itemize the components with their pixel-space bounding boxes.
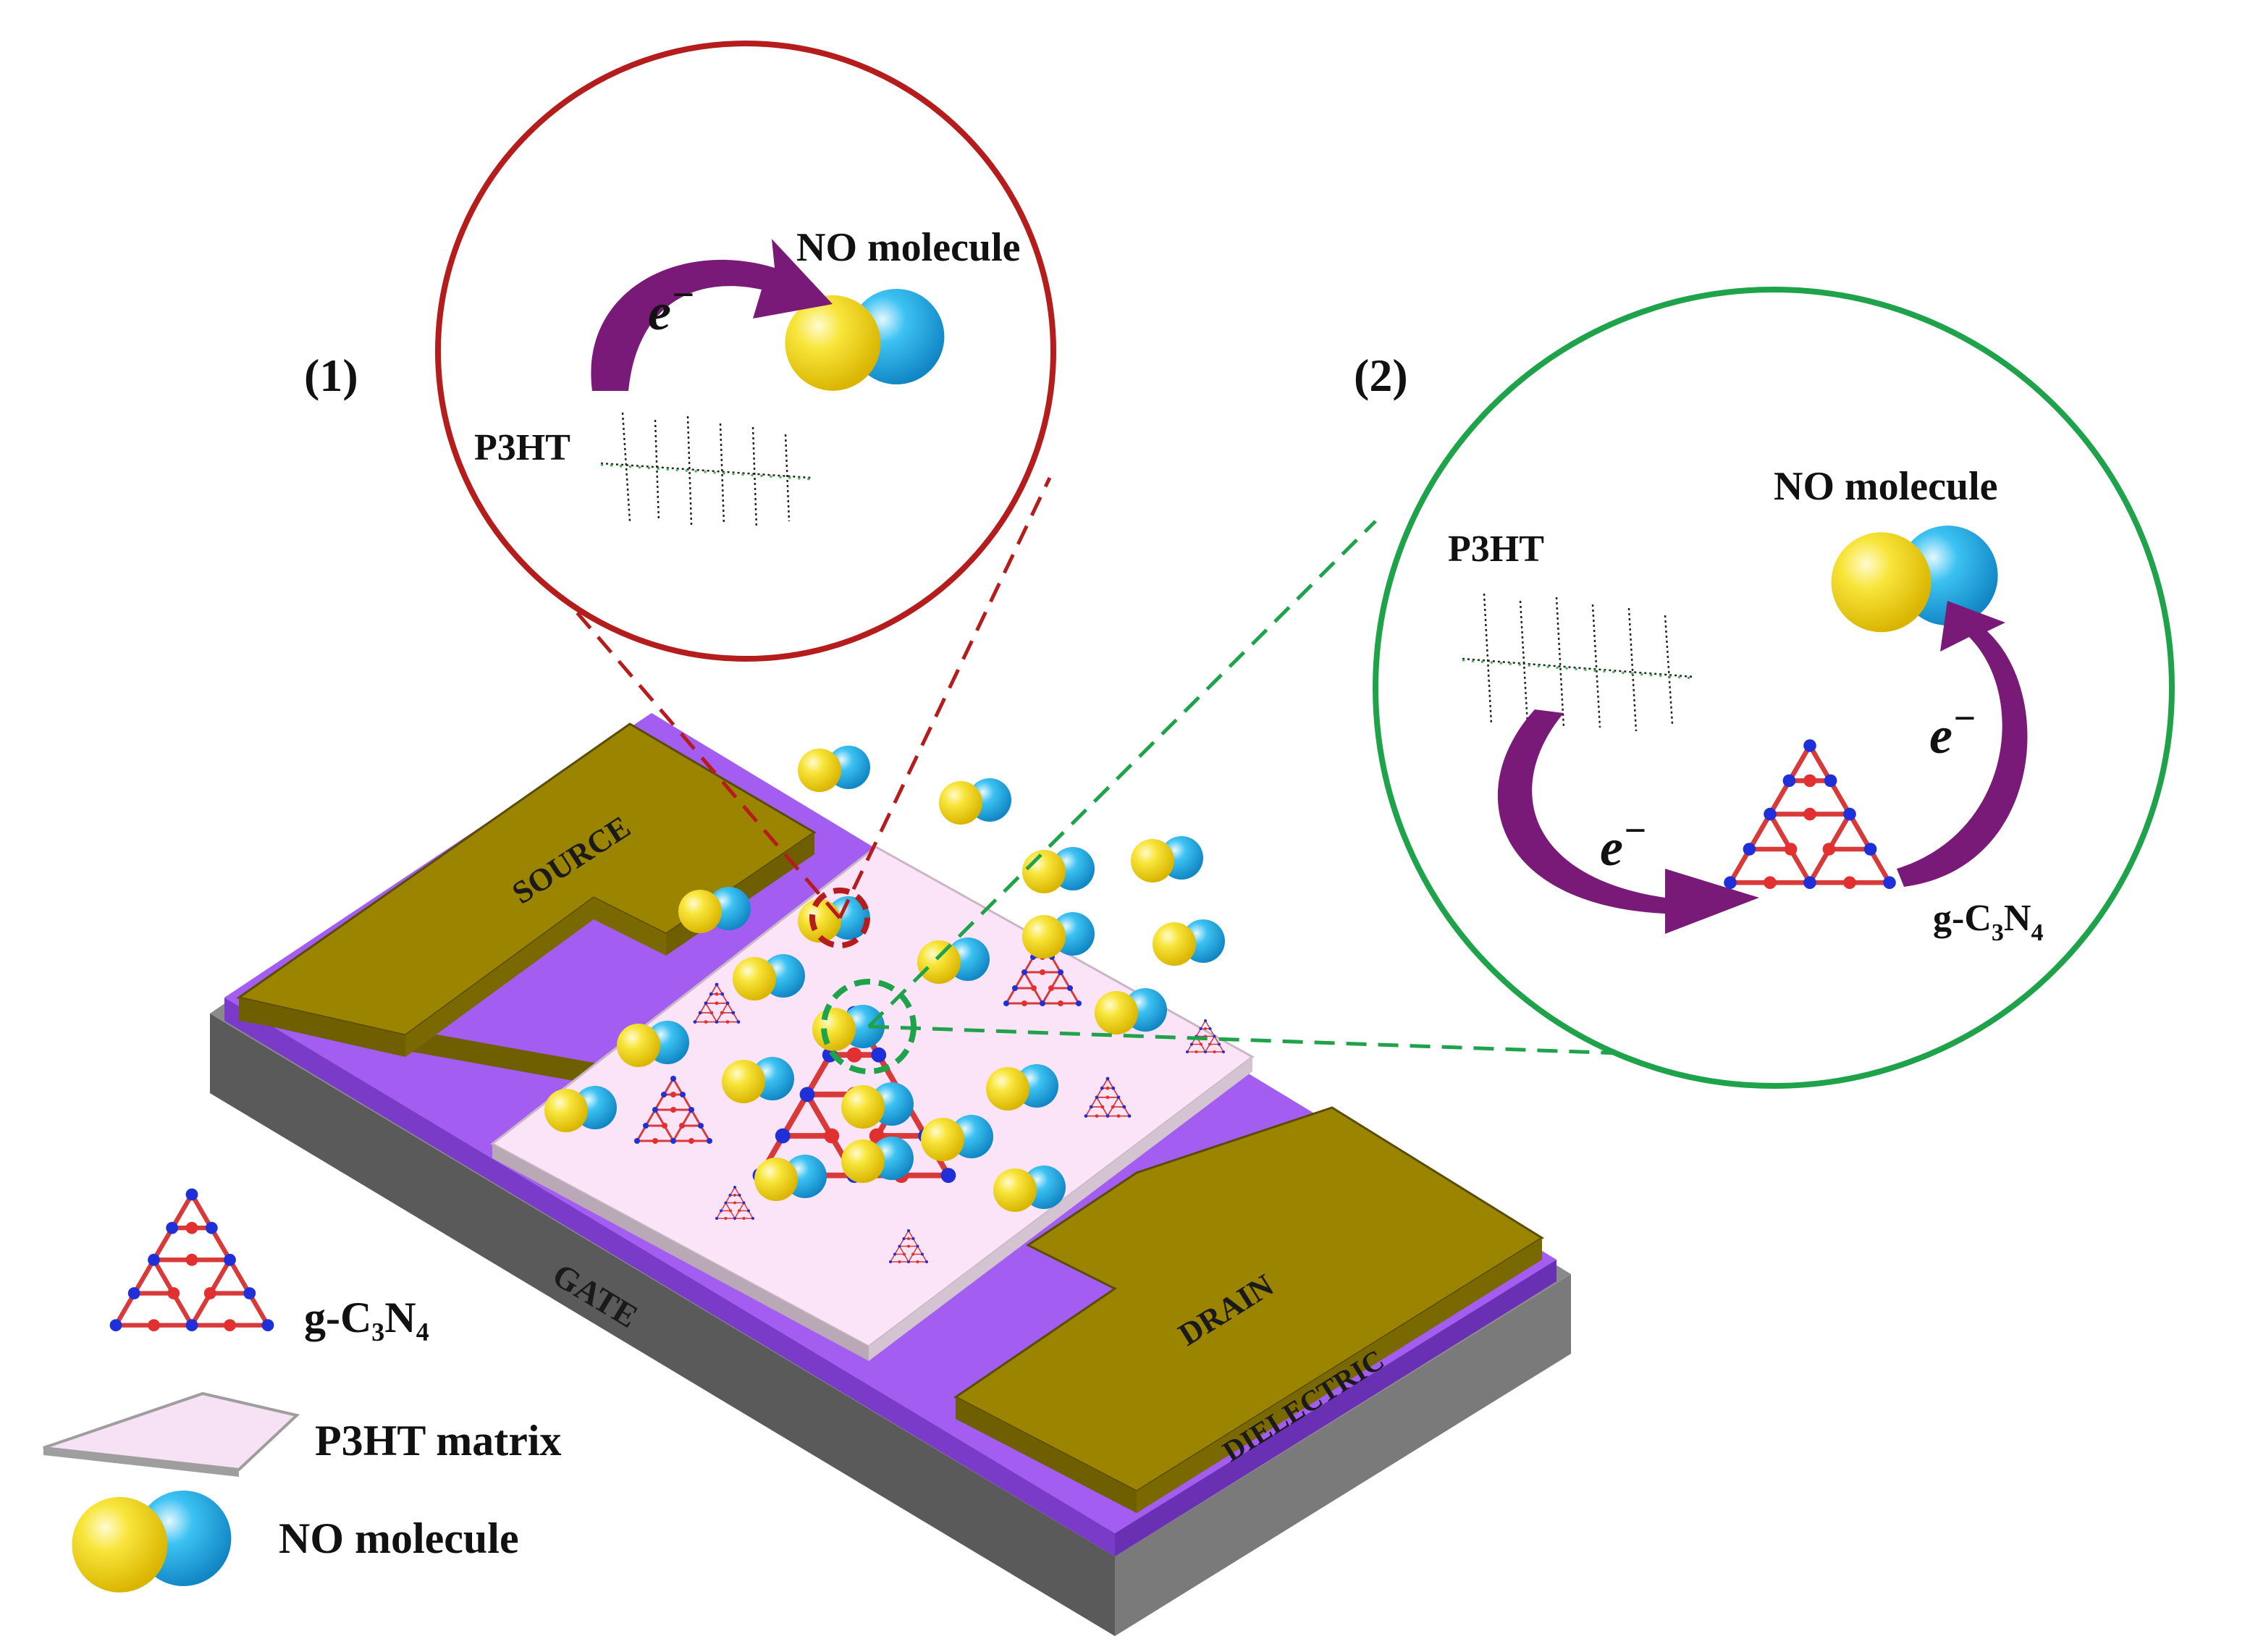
zoom1-p3ht-label: P3HT: [474, 427, 570, 468]
gate-substrate-side-right: [1115, 1274, 1571, 1636]
dielectric-side-right: [1115, 1260, 1556, 1556]
zoom1-panel: (1) NO molecule e− P3HT: [304, 41, 1056, 919]
zoom2-p3ht-label: P3HT: [1448, 528, 1544, 570]
legend-cn-label: g-C₃N₄: [304, 1294, 429, 1341]
zoom2-electron-1: e−: [1600, 809, 1647, 877]
zoom1-electron-arrow: [591, 239, 833, 391]
ofet-device: SOURCE DRAIN GATE DIELECTRIC: [210, 713, 1571, 1636]
zoom2-number: (2): [1354, 350, 1408, 401]
dielectric-side-left: [224, 998, 1115, 1556]
gate-substrate-side-left: [210, 1013, 1115, 1636]
zoom2-cn-label: g-C3N4: [1933, 898, 2043, 946]
drain-electrode: [953, 1106, 1544, 1513]
legend-cn-icon: [110, 1189, 274, 1331]
zoom1-molecule-label: NO molecule: [796, 225, 1020, 270]
zoom1-number: (1): [304, 350, 358, 401]
zoom2-molecule-label: NO molecule: [1774, 464, 1997, 509]
zoom1-p3ht-structure: [600, 412, 812, 529]
zoom2-p3ht-structure: [1462, 593, 1695, 732]
legend-no-label: NO molecule: [279, 1514, 519, 1562]
zoom2-arrow-p3ht-to-cn: [1497, 709, 1759, 934]
zoom1-marker: [809, 888, 870, 948]
zoom1-electron: e−: [648, 273, 695, 341]
legend: g-C₃N₄ P3HT matrix NO molecule: [43, 1189, 562, 1593]
legend-matrix-icon: [43, 1391, 300, 1477]
zoom2-electron-2: e−: [1929, 696, 1976, 764]
zoom1-ring: [435, 41, 1056, 662]
zoom2-panel: (2) NO molecule P3HT e− e− g-C3N4: [867, 287, 2175, 1089]
zoom2-ring: [1373, 287, 2175, 1089]
legend-no-icon: [72, 1491, 232, 1593]
zoom2-arrow-cn-to-no: [1897, 601, 2028, 887]
legend-matrix-label: P3HT matrix: [315, 1417, 562, 1465]
